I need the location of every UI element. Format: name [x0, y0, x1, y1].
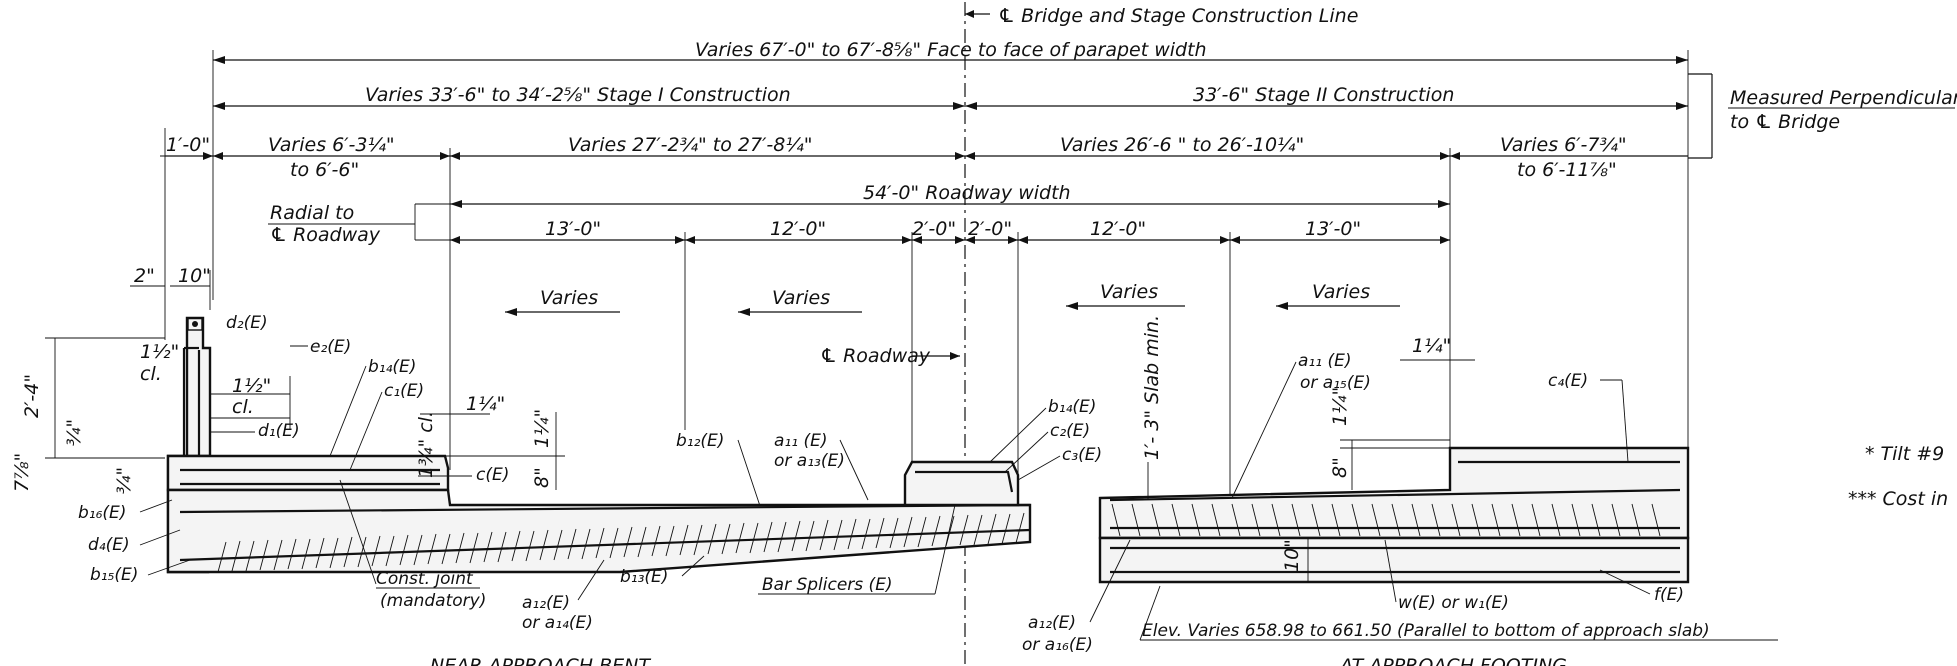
one-half-cl-a: cl. [140, 363, 162, 385]
lane-dim-5: 12′-0" [1090, 218, 1146, 240]
lane-dim-6: 13′-0" [1305, 218, 1361, 240]
right-stirrups [1111, 503, 1661, 537]
label-bar-splicers: Bar Splicers (E) [762, 575, 893, 595]
ten-in-dim: 10" [178, 265, 211, 287]
one-half-a: 1½" [140, 341, 179, 363]
seven-eighths: 7⅞" [11, 453, 33, 492]
label-c2: c₂(E) [1050, 421, 1090, 441]
measured-to-cl: to ℄ Bridge [1730, 111, 1840, 133]
bridge-centerline: ℄ Bridge and Stage Construction Line [964, 2, 1358, 666]
varies-mid-right: Varies 26′-6 " to 26′-10¼" [1060, 134, 1304, 156]
label-b13: b₁₃(E) [620, 567, 668, 587]
two-in-dim: 2" [134, 265, 155, 287]
label-d4: d₄(E) [88, 535, 130, 555]
varies-right-b: to 6′-11⅞" [1517, 159, 1617, 181]
label-b12: b₁₂(E) [676, 431, 724, 451]
one-foot-dim: 1′-0" [166, 134, 210, 156]
label-b14-r: b₁₄(E) [1048, 397, 1096, 417]
stage2-dim: 33′-6" Stage II Construction [1193, 84, 1454, 106]
radial-a: Radial to [270, 202, 354, 224]
label-a12: a₁₂(E) [522, 593, 570, 613]
label-c1: c₁(E) [384, 381, 424, 401]
label-a11: a₁₁ (E) [774, 431, 827, 451]
face-to-face-dim: Varies 67′-0" to 67′-8⅝" Face to face of… [695, 39, 1207, 61]
approach-footing-section: 1′- 3" Slab min. 1¼" 1¼" 8" 10" a₁₁ (E) … [1022, 315, 1778, 666]
label-elev: Elev. Varies 658.98 to 661.50 (Parallel … [1142, 621, 1710, 641]
eight-in-r: 8" [1329, 457, 1351, 478]
one-half-cl-b: cl. [232, 396, 254, 418]
lane-dim-3: 2′-0" [912, 218, 956, 240]
radial-b: ℄ Roadway [270, 224, 381, 246]
label-a11-r: a₁₁ (E) [1298, 351, 1351, 371]
label-b15: b₁₅(E) [90, 565, 138, 585]
ten-in-r: 10" [1281, 539, 1303, 572]
margin-notes: * Tilt #9 *** Cost in [1848, 443, 1948, 510]
one-quarter-b: 1¼" [531, 409, 553, 448]
slab-min: 1′- 3" Slab min. [1141, 315, 1163, 460]
eight-in-a: 8" [531, 467, 553, 488]
label-a16: or a₁₆(E) [1022, 635, 1093, 655]
near-approach-title: NEAR APPROACH BENT [430, 655, 651, 666]
label-a14: or a₁₄(E) [522, 613, 593, 633]
bridge-cl-label: ℄ Bridge and Stage Construction Line [998, 5, 1358, 27]
label-a12-r: a₁₂(E) [1028, 613, 1076, 633]
label-d2: d₂(E) [226, 313, 268, 333]
left-stirrups [217, 512, 1025, 573]
varies-left-a: Varies 6′-3¼" [268, 134, 395, 156]
label-c4: c₄(E) [1548, 371, 1588, 391]
one-quarter-a: 1¼" [466, 393, 505, 415]
varies-left-b: to 6′-6" [290, 159, 359, 181]
varies-3: Varies [1100, 281, 1158, 303]
roadway-width-dim: 54′-0" Roadway width [863, 182, 1071, 204]
measured-perpendicular: Measured Perpendicular [1730, 87, 1957, 109]
label-e2: e₂(E) [310, 337, 351, 357]
const-joint-b: (mandatory) [380, 591, 486, 611]
two-ft-four: 2′-4" [21, 374, 43, 418]
varies-arrows: Varies Varies Varies Varies [505, 281, 1400, 316]
const-joint-a: Const. joint [376, 569, 474, 589]
label-c: c(E) [476, 465, 509, 485]
varies-4: Varies [1312, 281, 1370, 303]
note-cost: *** Cost in [1848, 488, 1948, 510]
label-a13: or a₁₃(E) [774, 451, 845, 471]
lane-dim-2: 12′-0" [770, 218, 826, 240]
label-b16: b₁₆(E) [78, 503, 126, 523]
varies-right-a: Varies 6′-7¾" [1500, 134, 1627, 156]
varies-2: Varies [772, 287, 830, 309]
three-quarter-cl: 1¾" cl. [415, 411, 437, 478]
label-w: w(E) or w₁(E) [1398, 593, 1509, 613]
cl-roadway: ℄ Roadway [820, 345, 931, 367]
one-quarter-r: 1¼" [1412, 335, 1451, 357]
near-approach-bent-section: 2" 10" 2′-4" 7⅞" ¾" ¾" 1½" cl. 1½" cl. 1… [11, 265, 1102, 666]
overall-dimension-lines: Varies 67′-0" to 67′-8⅝" Face to face of… [160, 39, 1957, 500]
varies-1: Varies [540, 287, 598, 309]
lane-dim-4: 2′-0" [968, 218, 1012, 240]
varies-mid-left: Varies 27′-2¾" to 27′-8¼" [568, 134, 812, 156]
one-half-b: 1½" [232, 375, 271, 397]
three-quarter-a: ¾" [63, 419, 85, 446]
approach-footing-title: AT APPROACH FOOTING [1338, 655, 1567, 666]
note-tilt: * Tilt #9 [1865, 443, 1944, 465]
label-c3: c₃(E) [1062, 445, 1102, 465]
label-b14: b₁₄(E) [368, 357, 416, 377]
label-f: f(E) [1654, 585, 1684, 605]
one-quarter-r2: 1¼" [1329, 387, 1351, 426]
three-quarter-b: ¾" [113, 467, 135, 494]
label-a15: or a₁₅(E) [1300, 373, 1371, 393]
stage1-dim: Varies 33′-6" to 34′-2⅝" Stage I Constru… [365, 84, 791, 106]
lane-dim-1: 13′-0" [545, 218, 601, 240]
label-d1: d₁(E) [258, 421, 300, 441]
